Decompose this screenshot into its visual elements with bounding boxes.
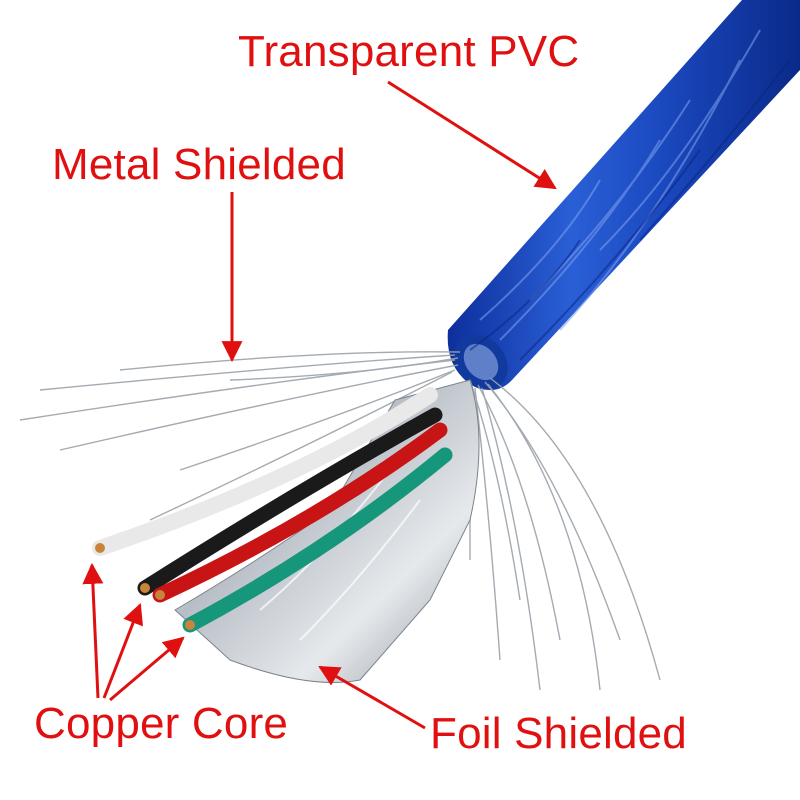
label-copper-core: Copper Core (34, 699, 289, 748)
green-wire (182, 447, 453, 633)
foil-shield (174, 379, 480, 683)
black-wire (137, 407, 443, 596)
copper-tip-black (140, 583, 150, 593)
inner-conductors (92, 387, 453, 633)
red-wire (152, 422, 448, 603)
arrow-transparent-pvc (387, 80, 557, 190)
copper-tip-red (155, 590, 165, 600)
metal-braid-strands (19, 351, 661, 691)
arrow-copper-core-2 (102, 603, 143, 699)
label-foil-shielded: Foil Shielded (430, 709, 687, 758)
arrow-copper-core-1 (82, 562, 104, 699)
pvc-jacket (447, 0, 800, 391)
copper-tip-green (185, 620, 195, 630)
arrow-copper-core-3 (109, 636, 185, 702)
label-transparent-pvc: Transparent PVC (238, 27, 580, 76)
arrow-foil-shielded (318, 665, 426, 730)
label-metal-shielded: Metal Shielded (52, 140, 346, 189)
callout-arrows (82, 80, 557, 730)
white-wire (92, 387, 438, 556)
copper-tip-white (95, 543, 105, 553)
